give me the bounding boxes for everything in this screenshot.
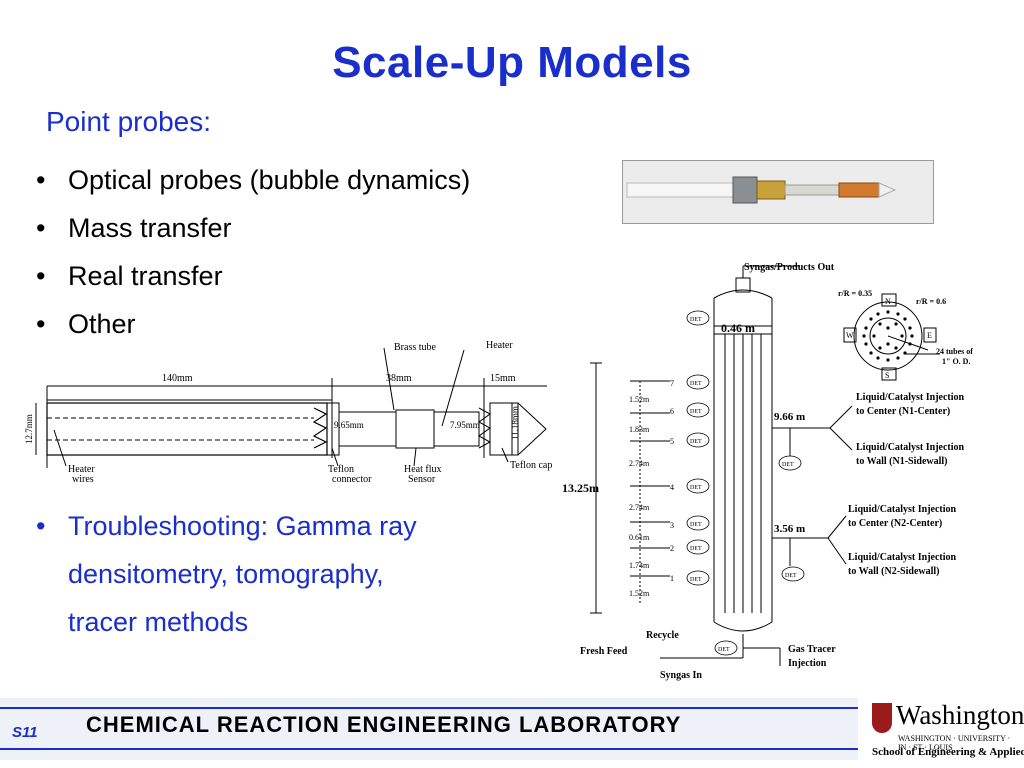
det-label: DET — [718, 647, 730, 653]
level-4: 4 — [670, 483, 674, 492]
tubes-label-1: 24 tubes of — [936, 347, 973, 356]
inj-n1-center-label-1: Liquid/Catalyst Injection — [856, 392, 965, 403]
tubes-label-2: 1" O. D. — [942, 357, 970, 366]
spacing-label: 1.52m — [629, 589, 650, 598]
probe-photo — [622, 160, 934, 224]
dim-795-label: 7.95mm — [450, 420, 480, 430]
south-label: S — [885, 371, 889, 380]
spacing-label: 1.83m — [629, 425, 650, 434]
dim-15-label: 15mm — [490, 373, 516, 384]
fresh-feed-label: Fresh Feed — [580, 646, 628, 657]
dim-965-label: 9.65mm — [334, 420, 364, 430]
logo-school: School of Engineering & Applied Science — [872, 746, 1024, 758]
det-label: DET — [785, 573, 797, 579]
bullet-item: Optical probes (bubble dynamics) — [30, 160, 470, 208]
reactor-diagram: Syngas/Products Out 0.46 m 13.25m 9.66 m… — [562, 262, 973, 681]
heater-wires-label-2: wires — [72, 474, 94, 485]
heater-label: Heater — [486, 340, 513, 351]
heat-flux-label-2: Sensor — [408, 474, 436, 485]
height-966-label: 9.66 m — [774, 411, 805, 423]
heater-wires-label-1: Heater — [68, 464, 95, 475]
spacing-label: 0.61m — [629, 533, 650, 542]
spacing-label: 1.74m — [629, 561, 650, 570]
dim-140-label: 140mm — [162, 373, 193, 384]
level-2: 2 — [670, 544, 674, 553]
level-3: 3 — [670, 521, 674, 530]
gas-tracer-label-2: Injection — [788, 658, 827, 669]
bullet-item: Mass transfer — [30, 208, 470, 256]
footer-line-bottom — [0, 748, 858, 750]
det-label: DET — [690, 522, 702, 528]
bullet-item: Real transfer — [30, 256, 470, 304]
teflon-connector-label-1: Teflon — [328, 464, 354, 475]
inj-n2-wall-label-1: Liquid/Catalyst Injection — [848, 552, 957, 563]
det-label: DET — [690, 381, 702, 387]
dim-1118-label: 11.18mm — [510, 406, 520, 440]
probe-diagram: 140mm 38mm 15mm 12.7mm 9.65mm 7.95mm 11.… — [24, 340, 552, 485]
inj-n2-center-label-2: to Center (N2-Center) — [848, 518, 942, 529]
dim-127-label: 12.7mm — [24, 414, 34, 444]
logo-name: Washington — [896, 700, 1024, 730]
bullet-list: Optical probes (bubble dynamics) Mass tr… — [30, 160, 470, 352]
east-label: E — [927, 331, 932, 340]
height-label: 13.25m — [562, 481, 599, 495]
teflon-cap-label: Teflon cap — [510, 460, 552, 471]
level-5: 5 — [670, 437, 674, 446]
inj-n2-center-label-1: Liquid/Catalyst Injection — [848, 504, 957, 515]
washington-logo: Washington WASHINGTON · UNIVERSITY · IN … — [872, 700, 1024, 764]
section-subhead: Point probes: — [46, 106, 211, 137]
syngas-in-label: Syngas In — [660, 670, 702, 681]
troubleshooting-bullet: Troubleshooting: Gamma ray densitometry,… — [30, 502, 608, 646]
inj-n2-wall-label-2: to Wall (N2-Sidewall) — [848, 566, 939, 577]
west-label: W — [846, 331, 854, 340]
probe-photo-drawing — [626, 176, 897, 204]
level-7: 7 — [670, 379, 674, 388]
det-label: DET — [690, 409, 702, 415]
inj-n1-wall-label-2: to Wall (N1-Sidewall) — [856, 456, 947, 467]
det-label: DET — [782, 462, 794, 468]
bullet-item: Other — [30, 304, 470, 352]
syngas-out-label: Syngas/Products Out — [744, 262, 835, 273]
troubleshooting-line-3: tracer methods — [68, 607, 249, 637]
troubleshooting-line-2: densitometry, tomography, — [68, 559, 384, 589]
inj-n1-wall-label-1: Liquid/Catalyst Injection — [856, 442, 965, 453]
lab-name: CHEMICAL REACTION ENGINEERING LABORATORY — [86, 712, 682, 737]
height-356-label: 3.56 m — [774, 523, 805, 535]
footer-line-top — [0, 707, 858, 709]
level-6: 6 — [670, 407, 674, 416]
logo-subtitle: WASHINGTON · UNIVERSITY · IN · ST · LOUI… — [898, 734, 1011, 752]
r035-label: r/R = 0.35 — [838, 289, 872, 298]
recycle-label: Recycle — [646, 630, 679, 641]
shield-icon — [872, 703, 892, 733]
det-label: DET — [690, 317, 702, 323]
det-label: DET — [690, 439, 702, 445]
det-label: DET — [690, 546, 702, 552]
spacing-label: 1.52m — [629, 395, 650, 404]
teflon-connector-label-2: connector — [332, 474, 372, 485]
north-label: N — [885, 297, 891, 306]
det-label: DET — [690, 577, 702, 583]
slide-title: Scale-Up Models — [332, 38, 692, 87]
heat-flux-label-1: Heat flux — [404, 464, 442, 475]
dim-38-label: 38mm — [386, 373, 412, 384]
level-1: 1 — [670, 574, 674, 583]
det-label: DET — [690, 485, 702, 491]
diameter-label: 0.46 m — [721, 321, 755, 335]
slide-number: S11 — [12, 724, 38, 741]
brass-tube-label: Brass tube — [394, 342, 437, 353]
inj-n1-center-label-2: to Center (N1-Center) — [856, 406, 950, 417]
gas-tracer-label-1: Gas Tracer — [788, 644, 836, 655]
spacing-label: 2.74m — [629, 503, 650, 512]
spacing-label: 2.74m — [629, 459, 650, 468]
r06-label: r/R = 0.6 — [916, 297, 946, 306]
troubleshooting-line-1: Troubleshooting: Gamma ray — [68, 511, 417, 541]
